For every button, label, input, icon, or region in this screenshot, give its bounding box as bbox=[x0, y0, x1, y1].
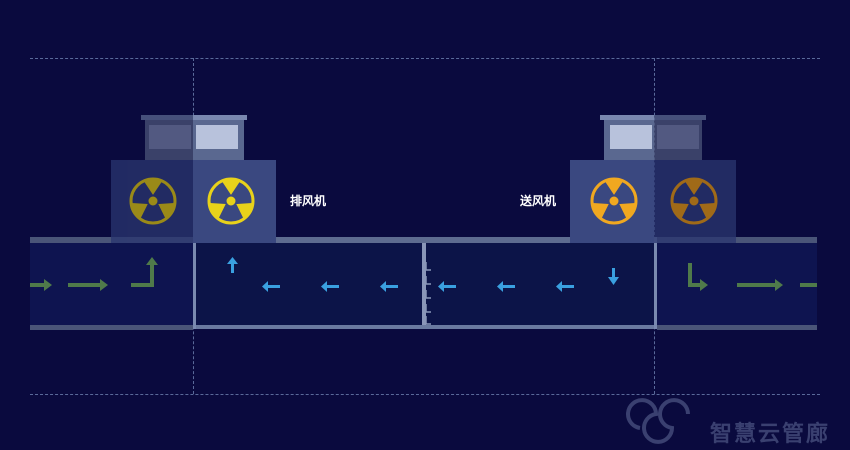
right-duct-top-wall bbox=[657, 237, 817, 243]
chamber-top-wall bbox=[193, 237, 657, 243]
inside-airflow-arrows bbox=[227, 257, 619, 292]
chamber-right-wall bbox=[654, 237, 657, 329]
exhaust-fan-unit bbox=[193, 115, 276, 243]
chamber-bottom-wall bbox=[193, 325, 657, 329]
exhaust-fan-label: 排风机 bbox=[290, 194, 327, 208]
supply-fan-label: 送风机 bbox=[520, 194, 557, 208]
right-duct-bottom-wall bbox=[657, 325, 817, 330]
chamber-left-wall bbox=[193, 237, 196, 329]
outside-airflow-arrows bbox=[30, 257, 817, 291]
cloud-logo-icon bbox=[626, 398, 690, 444]
guide-line-top bbox=[30, 58, 820, 59]
guide-line-bottom bbox=[30, 394, 820, 395]
left-duct-channel bbox=[30, 243, 193, 325]
left-duct-bottom-wall bbox=[30, 325, 193, 330]
chamber-divider bbox=[422, 243, 426, 325]
divider-louvers bbox=[422, 261, 431, 325]
watermark-text: 智慧云管廊 bbox=[710, 422, 831, 447]
